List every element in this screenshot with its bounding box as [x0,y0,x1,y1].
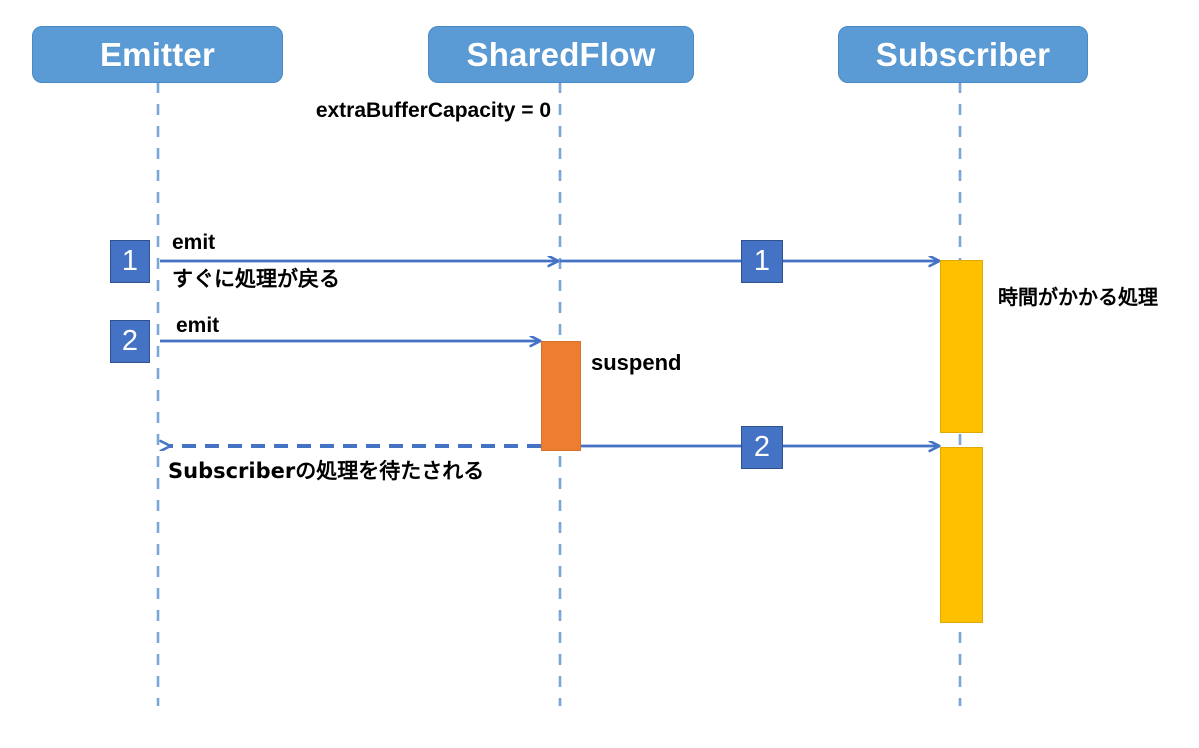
activation-subscriber-2 [940,447,983,623]
label-return-blocked: Subscriberの処理を待たされる [168,459,485,483]
participant-emitter-label: Emitter [99,35,216,73]
activation-sharedflow-suspend [541,341,581,451]
badge-deliver-2-label: 2 [753,431,771,463]
label-long-task: 時間がかかる処理 [998,285,1158,309]
participant-sharedflow[interactable]: SharedFlow [428,26,694,83]
badge-emit-1-label: 1 [121,245,139,277]
badge-deliver-2[interactable]: 2 [741,426,783,469]
badge-deliver-1[interactable]: 1 [741,240,783,283]
activation-subscriber-1 [940,260,983,433]
note-extra-buffer-capacity: extraBufferCapacity = 0 [315,99,551,122]
label-emit-2: emit [176,314,220,337]
badge-deliver-1-label: 1 [753,245,771,277]
participant-subscriber-label: Subscriber [875,35,1051,73]
participant-sharedflow-label: SharedFlow [466,35,656,73]
badge-emit-1[interactable]: 1 [110,240,150,283]
label-emit-1: emit [172,231,216,254]
label-emit-1-result: すぐに処理が戻る [172,267,340,291]
badge-emit-2[interactable]: 2 [110,320,150,363]
participant-emitter[interactable]: Emitter [32,26,283,83]
badge-emit-2-label: 2 [121,325,139,357]
participant-subscriber[interactable]: Subscriber [838,26,1088,83]
label-suspend: suspend [591,350,682,375]
